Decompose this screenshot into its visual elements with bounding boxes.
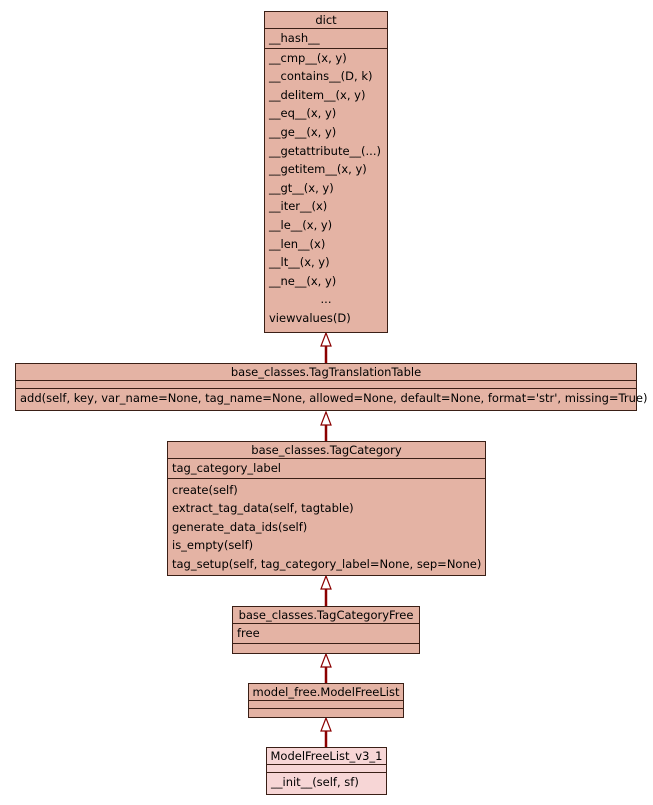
class-box-tag-category-free: base_classes.TagCategoryFree free: [232, 606, 420, 654]
class-method: __le__(x, y): [269, 217, 333, 232]
class-attribute: tag_category_label: [172, 461, 281, 475]
edge-modelfreelistv31-to-modelfreelist: [320, 716, 332, 747]
class-method: __gt__(x, y): [269, 180, 334, 195]
class-method: __getitem__(x, y): [269, 162, 367, 177]
class-method: tag_setup(self, tag_category_label=None,…: [172, 556, 482, 571]
class-attributes: __hash__: [265, 29, 387, 49]
class-method: __ne__(x, y): [269, 273, 337, 288]
class-methods: [233, 644, 419, 651]
class-title: model_free.ModelFreeList: [249, 684, 403, 701]
class-box-tag-translation-table: base_classes.TagTranslationTable add(sel…: [15, 363, 648, 411]
class-title: base_classes.TagCategory: [168, 442, 485, 459]
class-title: base_classes.TagTranslationTable: [16, 364, 636, 381]
class-attribute: __hash__: [269, 31, 320, 45]
class-box-dict: dict __hash__ __cmp__(x, y) __contains__…: [264, 11, 388, 333]
class-method: create(self): [172, 482, 238, 497]
class-method: __contains__(D, k): [269, 69, 373, 84]
class-box-model-free-list-v3-1: ModelFreeList_v3_1 __init__(self, sf): [266, 747, 387, 795]
class-attribute: free: [237, 626, 260, 640]
edge-tagcategoryfree-to-tagcategory: [320, 574, 332, 606]
class-method-ellipsis: ...: [320, 292, 332, 307]
class-method: __delitem__(x, y): [269, 87, 366, 102]
class-title: base_classes.TagCategoryFree: [233, 607, 419, 624]
class-method: __lt__(x, y): [269, 255, 330, 270]
class-method: __len__(x): [269, 236, 326, 251]
class-method: extract_tag_data(self, tagtable): [172, 501, 354, 516]
class-method: viewvalues(D): [269, 310, 351, 325]
class-methods: [249, 709, 403, 716]
class-attributes: tag_category_label: [168, 459, 485, 479]
class-methods: create(self) extract_tag_data(self, tagt…: [168, 479, 485, 574]
class-method: __getattribute__(...): [269, 143, 381, 158]
class-box-model-free-list: model_free.ModelFreeList: [248, 683, 404, 718]
class-method: __cmp__(x, y): [269, 50, 347, 65]
class-box-tag-category: base_classes.TagCategory tag_category_la…: [167, 441, 486, 576]
class-attributes: [267, 765, 386, 773]
edge-tagcategory-to-tagtranslationtable: [320, 410, 332, 441]
class-methods: __cmp__(x, y) __contains__(D, k) __delit…: [265, 49, 387, 328]
class-title: ModelFreeList_v3_1: [267, 748, 386, 765]
class-method: __iter__(x): [269, 199, 328, 214]
edge-tagtranslationtable-to-dict: [320, 331, 332, 363]
class-method: generate_data_ids(self): [172, 519, 308, 534]
class-attributes: [249, 701, 403, 709]
class-methods: __init__(self, sf): [267, 773, 386, 792]
class-title: dict: [265, 12, 387, 29]
class-attributes: free: [233, 624, 419, 644]
class-method: add(self, key, var_name=None, tag_name=N…: [20, 391, 648, 405]
class-method: __eq__(x, y): [269, 106, 337, 121]
class-attributes: [16, 381, 636, 389]
class-methods: add(self, key, var_name=None, tag_name=N…: [16, 389, 648, 408]
class-method: is_empty(self): [172, 538, 254, 553]
class-method: __ge__(x, y): [269, 124, 337, 139]
class-method: __init__(self, sf): [271, 775, 359, 789]
edge-modelfreelist-to-tagcategoryfree: [320, 652, 332, 683]
